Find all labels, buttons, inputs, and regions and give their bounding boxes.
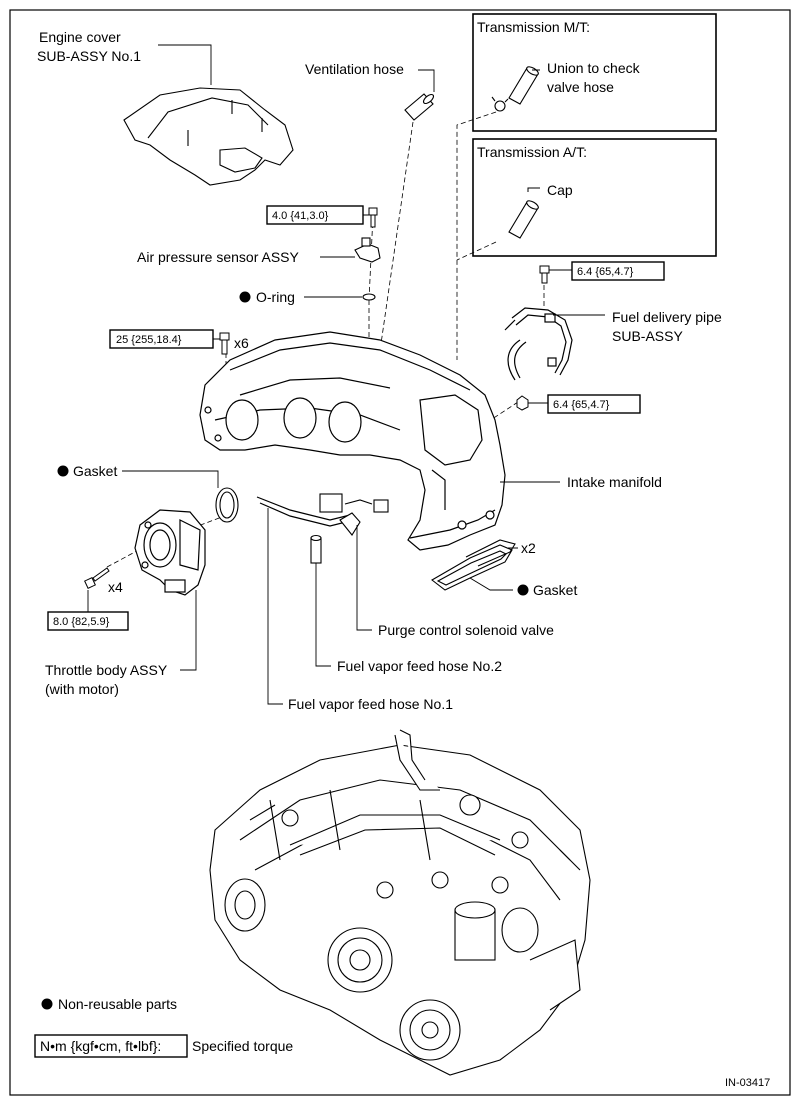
ventilation-hose-icon bbox=[404, 93, 435, 121]
gasket-left-label: Gasket bbox=[73, 463, 117, 479]
manifold-gasket-icon bbox=[431, 539, 516, 591]
gasket-right-bullet bbox=[517, 584, 529, 596]
cap-icon bbox=[508, 200, 539, 239]
fuel-pipe-bolt-icon bbox=[539, 265, 550, 284]
throttle-bolt-icon bbox=[84, 567, 110, 589]
air-pressure-sensor-label: Air pressure sensor ASSY bbox=[137, 249, 300, 265]
fuel-pipe-nut-icon bbox=[516, 395, 529, 411]
torque-fuel-pipe-nut: 6.4 {65,4.7} bbox=[553, 399, 610, 411]
ventilation-hose-label: Ventilation hose bbox=[305, 61, 404, 77]
intake-manifold-label: Intake manifold bbox=[567, 474, 662, 490]
throttle-body-label-line1: Throttle body ASSY bbox=[45, 662, 168, 678]
purge-valve-icon bbox=[319, 493, 389, 536]
purge-valve-label: Purge control solenoid valve bbox=[378, 622, 554, 638]
o-ring-bullet bbox=[239, 291, 251, 303]
engine-cover-label-line2: SUB-ASSY No.1 bbox=[37, 48, 141, 64]
inset-mt-part-line2: valve hose bbox=[547, 79, 614, 95]
torque-box-fuel-pipe-nut bbox=[547, 394, 641, 414]
throttle-body-icon bbox=[134, 509, 206, 596]
intake-manifold-icon bbox=[199, 331, 506, 551]
diagram-border bbox=[9, 9, 791, 1096]
legend-torque-units: N•m {kgf•cm, ft•lbf}: bbox=[40, 1038, 161, 1054]
fuel-delivery-pipe-label-line2: SUB-ASSY bbox=[612, 328, 683, 344]
air-pressure-sensor-icon bbox=[354, 237, 381, 263]
purge-valve-leader bbox=[356, 525, 372, 631]
fuel-vapor-hose-no1-leader bbox=[267, 508, 283, 705]
fuel-vapor-hose-no2-label: Fuel vapor feed hose No.2 bbox=[337, 658, 502, 674]
fuel-delivery-pipe-label-line1: Fuel delivery pipe bbox=[612, 309, 722, 325]
engine-cover-shape bbox=[123, 87, 294, 186]
fuel-vapor-hose-no2-icon bbox=[310, 534, 322, 564]
sensor-bolt-icon bbox=[368, 207, 378, 228]
qty-x2: x2 bbox=[521, 540, 536, 556]
inset-mt-title: Transmission M/T: bbox=[477, 19, 590, 35]
engine-cover-leader bbox=[158, 44, 212, 85]
union-hose-icon bbox=[491, 66, 539, 112]
inset-mt-part-line1: Union to check bbox=[547, 60, 641, 76]
throttle-body-label-line2: (with motor) bbox=[45, 681, 119, 697]
figure-id: IN-03417 bbox=[725, 1077, 770, 1089]
gasket-right-label: Gasket bbox=[533, 582, 577, 598]
torque-sensor-bolt: 4.0 {41,3.0} bbox=[272, 210, 329, 222]
legend-torque-box bbox=[34, 1034, 188, 1058]
o-ring-icon bbox=[362, 293, 376, 301]
legend-torque-desc: Specified torque bbox=[192, 1038, 293, 1054]
torque-fuel-pipe-bolt: 6.4 {65,4.7} bbox=[577, 266, 634, 278]
fuel-vapor-hose-no2-leader bbox=[315, 563, 331, 667]
legend-non-reusable: Non-reusable parts bbox=[58, 996, 177, 1012]
legend-bullet bbox=[41, 998, 53, 1010]
manifold-bolt-icon bbox=[219, 332, 230, 355]
o-ring-label: O-ring bbox=[256, 289, 295, 305]
engine-assembly-icon bbox=[209, 729, 591, 1076]
inset-at-part: Cap bbox=[547, 182, 573, 198]
engine-cover-label-line1: Engine cover bbox=[39, 29, 121, 45]
fuel-vapor-hose-no1-label: Fuel vapor feed hose No.1 bbox=[288, 696, 453, 712]
qty-x6: x6 bbox=[234, 335, 249, 351]
inset-transmission-mt: Transmission M/T: Union to check valve h… bbox=[472, 13, 717, 132]
qty-x4: x4 bbox=[108, 579, 123, 595]
fuel-delivery-pipe-icon bbox=[504, 307, 573, 381]
inset-transmission-at: Transmission A/T: Cap bbox=[472, 138, 717, 257]
torque-box-fuel-pipe-bolt bbox=[571, 261, 665, 281]
torque-throttle-bolt: 8.0 {82,5.9} bbox=[53, 616, 110, 628]
inset-at-title: Transmission A/T: bbox=[477, 144, 587, 160]
torque-box-throttle-bolt bbox=[47, 611, 129, 631]
gasket-left-bullet bbox=[57, 465, 69, 477]
torque-manifold-bolt: 25 {255,18.4} bbox=[116, 334, 182, 346]
fuel-vapor-hose-no1-icon bbox=[256, 496, 351, 527]
throttle-gasket-icon bbox=[215, 487, 239, 523]
